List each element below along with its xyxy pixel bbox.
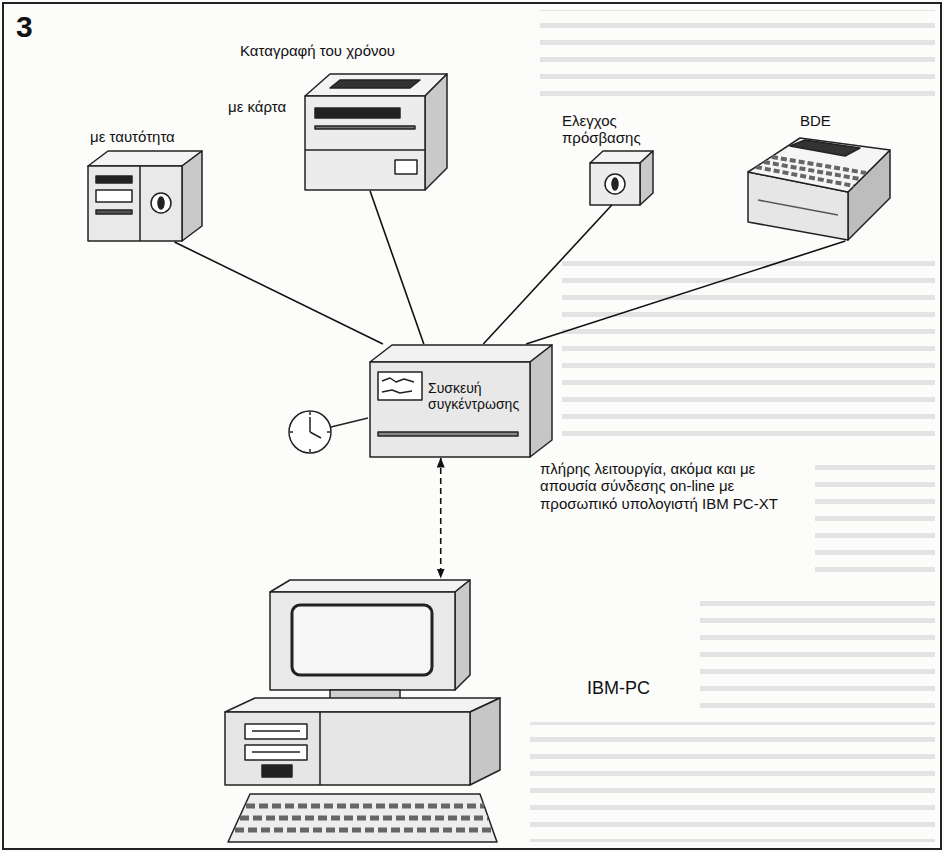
- card-reader-label: με κάρτα: [228, 98, 303, 115]
- ibm-pc: [245, 724, 307, 739]
- id-reader: [182, 151, 202, 241]
- ibm-pc: [292, 605, 432, 675]
- page-text-texture: [815, 455, 935, 580]
- panel-number: 3: [16, 10, 33, 45]
- clock: [309, 417, 311, 432]
- card-reader: [315, 108, 400, 118]
- clock: [289, 411, 368, 453]
- clock: [331, 418, 368, 427]
- access-control-unit: [612, 178, 618, 190]
- concentrator-box: [378, 372, 422, 400]
- bde-terminal: [748, 138, 890, 192]
- bde-terminal-label: BDE: [800, 112, 850, 129]
- access-control-unit: [590, 151, 653, 205]
- ibm-pc: [240, 816, 488, 821]
- ibm-pc: [228, 794, 497, 842]
- ibm-pc: [319, 712, 321, 785]
- ibm-pc: [245, 745, 307, 760]
- page-text-texture: [530, 10, 935, 842]
- ibm-pc: [235, 828, 492, 833]
- card-reader: [305, 74, 447, 96]
- card-reader: [425, 74, 447, 190]
- id-reader: [139, 166, 141, 241]
- concentrator-box: [530, 345, 552, 457]
- ibm-pc: [246, 804, 484, 809]
- pc-label: IBM-PC: [587, 678, 677, 699]
- concentrator-box: [370, 345, 552, 362]
- cable-line: [526, 241, 845, 344]
- access-control-node: Ελεγχος πρόσβασης: [560, 112, 656, 205]
- page-text-texture: [700, 590, 935, 710]
- concentrator-box: [370, 345, 552, 457]
- clock: [289, 411, 331, 453]
- id-reader: [96, 190, 132, 202]
- clock: [327, 431, 330, 433]
- access-control-label: Ελεγχος πρόσβασης: [562, 112, 652, 147]
- card-reader: [395, 160, 417, 174]
- card-reader: [305, 149, 425, 151]
- id-reader-label: με ταυτότητα: [90, 128, 202, 145]
- card-reader: [305, 74, 447, 190]
- bde-terminal: [748, 138, 890, 240]
- ibm-pc: [252, 751, 300, 753]
- cable-line: [370, 191, 424, 344]
- card-reader-node: με κάρτα: [228, 68, 450, 191]
- id-reader: [96, 176, 132, 183]
- page-text-texture: [562, 255, 935, 440]
- id-reader: [151, 193, 171, 213]
- id-reader-node: με ταυτότητα: [82, 128, 207, 242]
- ibm-pc: [225, 698, 500, 712]
- concentrator-box: [382, 390, 412, 393]
- ibm-pc: [455, 580, 470, 690]
- card-reader: [305, 96, 425, 190]
- cable-line: [175, 242, 383, 344]
- access-control-unit: [605, 174, 625, 194]
- id-reader: [88, 151, 202, 241]
- panel-frame: [3, 3, 941, 849]
- ibm-pc: [262, 765, 292, 777]
- clock: [290, 431, 293, 433]
- pc-node: IBM-PC: [215, 578, 690, 846]
- data-link: [440, 458, 442, 578]
- ibm-pc: [225, 580, 500, 842]
- id-reader: [158, 197, 164, 209]
- access-control-unit: [640, 151, 653, 205]
- ibm-pc: [470, 698, 500, 785]
- page-text-texture: [530, 722, 935, 842]
- ibm-pc: [252, 730, 300, 732]
- bde-terminal: [772, 157, 866, 173]
- ibm-pc: [270, 592, 455, 690]
- concentrator-box: [378, 432, 518, 436]
- bde-terminal: [758, 200, 838, 215]
- concentrator-box: [382, 378, 414, 382]
- ibm-pc: [270, 580, 470, 592]
- id-reader: [96, 210, 132, 214]
- concentrator-label: Συσκευή συγκέντρωσης: [428, 380, 532, 412]
- ibm-pc: [225, 712, 470, 785]
- clock: [310, 432, 321, 438]
- card-reader: [330, 80, 420, 88]
- clock: [309, 412, 311, 415]
- bde-terminal-node: BDE: [742, 112, 894, 241]
- access-control-unit: [590, 163, 640, 205]
- clock: [309, 449, 311, 452]
- bde-terminal: [790, 140, 860, 156]
- concentrator-node: Συσκευή συγκέντρωσης: [368, 344, 554, 458]
- id-reader: [88, 166, 182, 241]
- group-heading: Καταγραφή του χρόνου: [240, 42, 415, 59]
- link-note: πλήρης λειτουργία, ακόμα και με απουσία …: [540, 460, 802, 512]
- page-text-texture: [540, 10, 935, 105]
- card-reader: [315, 126, 415, 129]
